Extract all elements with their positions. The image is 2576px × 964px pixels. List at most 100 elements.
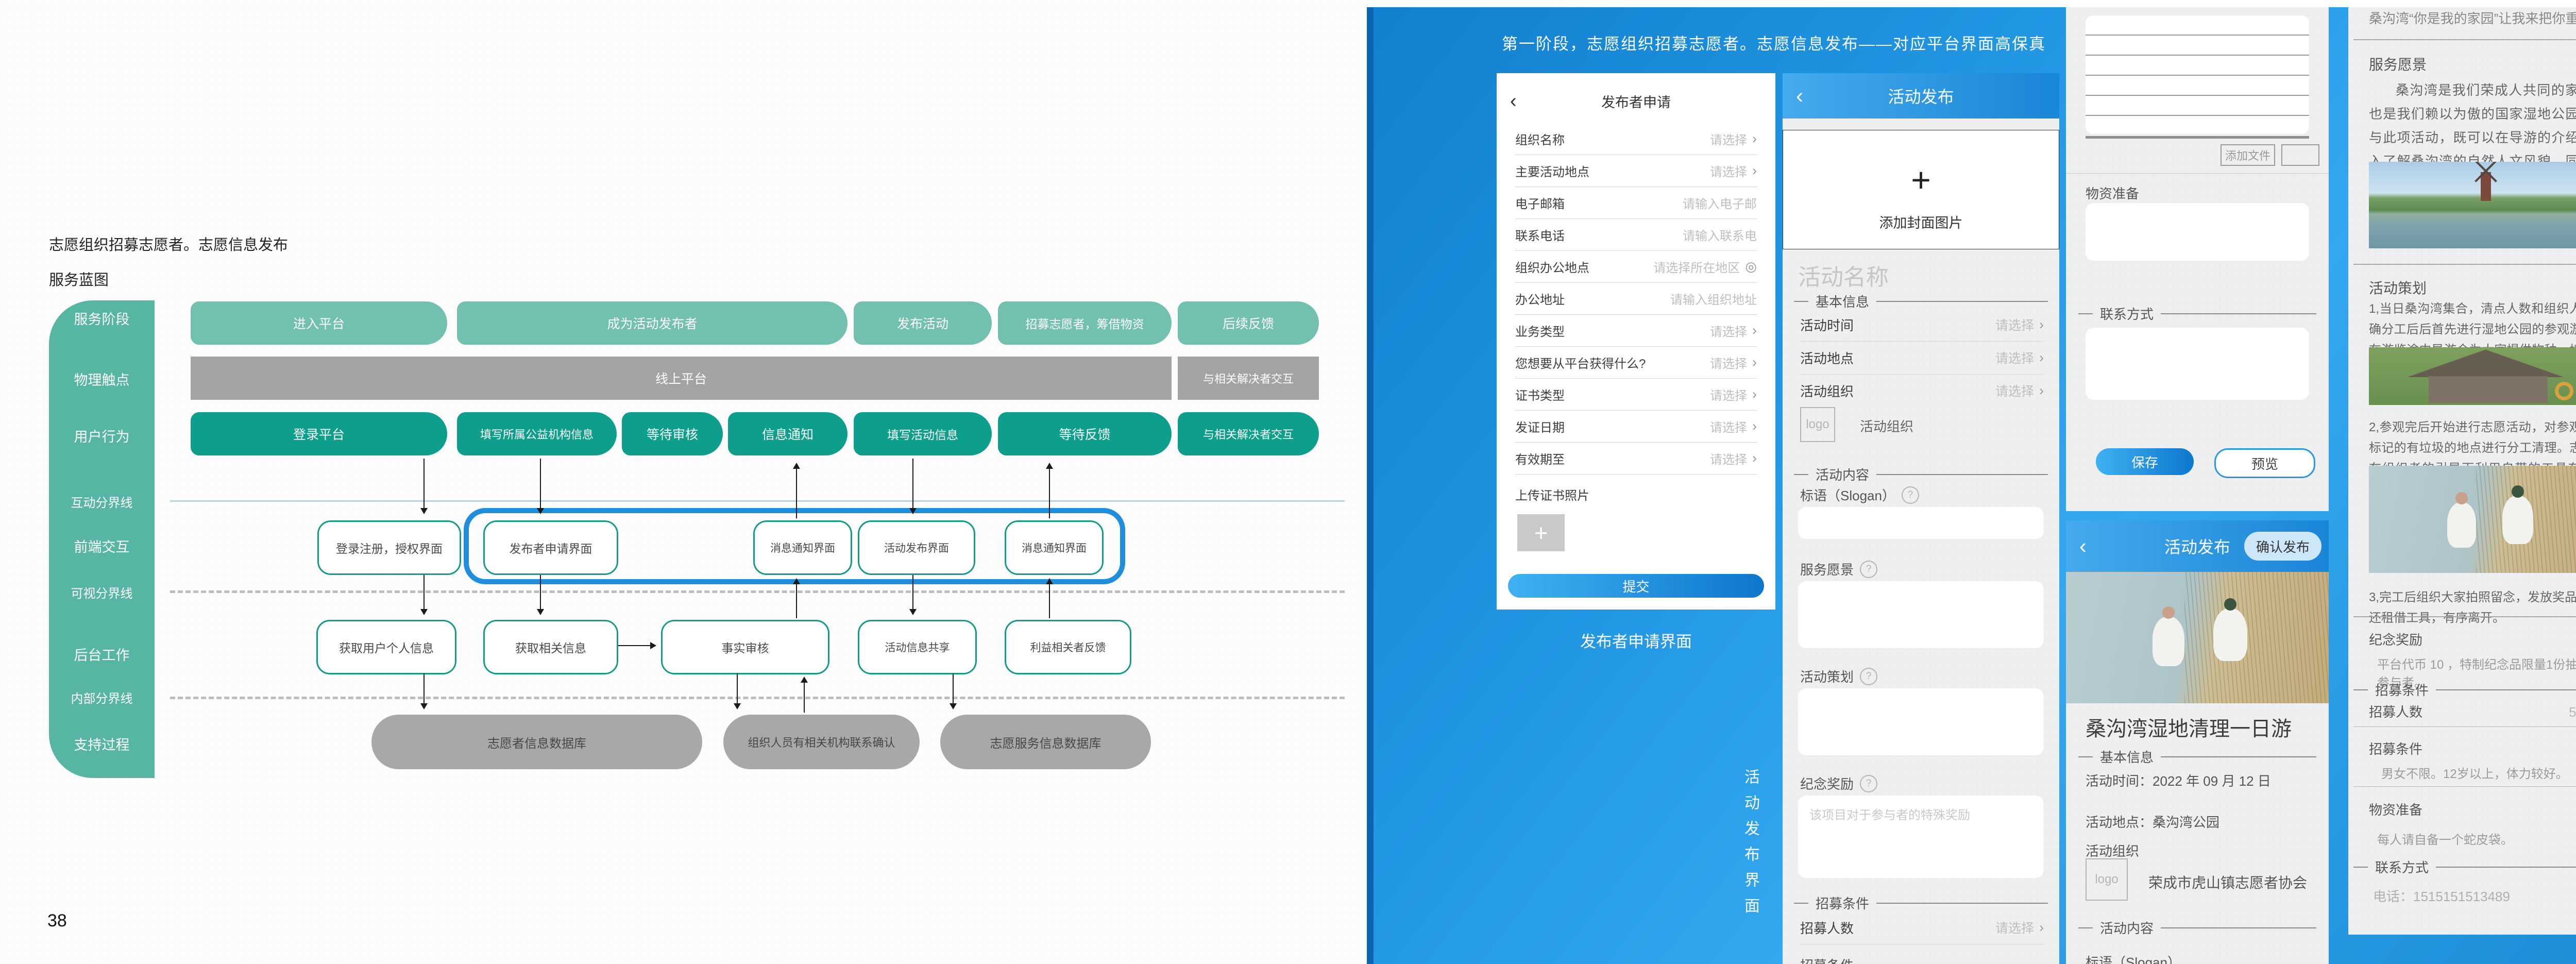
upload-photo-button[interactable]: + [1517,514,1565,551]
file-count-box[interactable] [2281,144,2319,166]
backend-box: 获取相关信息 [483,620,618,674]
row-label: 有效期至 [1515,452,1565,467]
row-value: 请选择 [1710,388,1747,403]
right-page-title: 第一阶段，志愿组织招募志愿者。志愿信息发布——对应平台界面高保真 [1502,35,2046,53]
form-row-activity-place[interactable]: 活动地点 请选择› [1800,341,2044,375]
org-logo-placeholder[interactable]: logo [1800,407,1835,442]
section-recruit: 招募条件 [1794,893,2048,912]
row-label: 主要活动地点 [1515,165,1589,179]
upload-cert-label: 上传证书照片 [1515,489,1589,503]
form-row-office-region[interactable]: 组织办公地点 请选择所在地区◎ [1515,250,1757,283]
row-value: 请选择 [1710,420,1747,435]
add-cover-area[interactable]: + 添加封面图片 [1783,130,2059,249]
form-row-office-address[interactable]: 办公地址 请输入组织地址 [1515,282,1757,315]
support-pill: 志愿服务信息数据库 [940,715,1151,769]
header-title: 活动发布 [2164,538,2230,556]
user-action-pill: 填写所属公益机构信息 [457,412,617,455]
phone1-header: 发布者申请 [1601,94,1671,110]
chevron-right-icon: › [1752,322,1757,338]
form-row-activity-org[interactable]: 活动组织 请选择› [1800,374,2044,407]
help-icon[interactable]: ? [1901,486,1919,504]
place-value: 桑沟湾公园 [2153,815,2220,830]
help-icon[interactable]: ? [1860,560,1878,578]
form-row-activity-area[interactable]: 主要活动地点 请选择› [1515,155,1757,187]
form-row-recruit-count[interactable]: 招募人数 请选择› [1800,911,2044,944]
frontend-box: 消息通知界面 [753,520,852,575]
divider-line [2353,786,2576,787]
flow-arrow-down [909,575,917,615]
add-file-button[interactable]: 添加文件 [2221,144,2275,166]
stage-pill: 成为活动发布者 [457,301,848,345]
phone4-header: ‹ 活动发布 确认发布 [2066,520,2329,572]
back-icon[interactable]: ‹ [1796,83,1803,108]
slogan-label: 标语（Slogan） [2086,955,2181,964]
form-row-cert-date[interactable]: 发证日期 请选择› [1515,410,1757,443]
submit-button[interactable]: 提交 [1508,574,1764,598]
confirm-publish-button[interactable]: 确认发布 [2244,532,2321,561]
flow-arrow-down [420,673,428,709]
contact-textarea[interactable] [2086,328,2309,400]
form-row-email[interactable]: 电子邮箱 请输入电子邮 [1515,187,1757,219]
form-row-valid-until[interactable]: 有效期至 请选择› [1515,442,1757,475]
back-icon[interactable]: ‹ [2079,534,2087,558]
activity-name-input[interactable]: 活动名称 [1798,265,1889,290]
life-ring-icon [2555,382,2574,401]
help-icon[interactable]: ? [1860,667,1878,685]
row-placeholder: 请输入电子邮 [1683,197,1757,211]
plan-textarea[interactable] [1798,688,2044,755]
flow-arrow-up [1046,578,1053,618]
support-pill: 组织人员有相关机构联系确认 [723,715,920,769]
plan-lined-textarea[interactable] [2086,15,2309,134]
internal-boundary-line [170,697,1345,699]
row-label-frontend: 前端交互 [74,539,130,555]
recruit-cond-text: 男女不限。12岁以上，体力较好。 [2381,767,2568,781]
help-icon[interactable]: ? [1860,774,1878,792]
slogan-text: 桑沟湾“你是我的家园”让我来把你重新装点一番 [2369,11,2576,26]
slogan-input[interactable] [1798,507,2044,539]
flow-arrow-up [793,463,800,518]
touchpoint-bar: 线上平台 [191,357,1172,400]
supplies-textarea[interactable] [2086,203,2309,261]
time-row: 活动时间：2022 年 09 月 12 日 [2086,771,2271,790]
field-label-text: 纪念奖励 [1800,776,1854,792]
row-label: 活动时间 [1800,317,1854,333]
back-icon[interactable]: ‹ [1510,90,1517,112]
slogan-label: 标语（Slogan） ? [1800,485,1919,504]
section-activity-content: 活动内容 [1794,465,2048,484]
page-title: 志愿组织招募志愿者。志愿信息发布 [49,237,289,253]
row-value: 请选择 [1710,357,1747,371]
plan-step3-text: 3,完工后组织大家拍照留念，发放奖品，归还租借工具，有序离开。 [2369,590,2576,625]
chevron-right-icon: › [1752,162,1757,178]
form-row-business-type[interactable]: 业务类型 请选择› [1515,314,1757,347]
org-name: 荣成市虎山镇志愿者协会 [2148,875,2308,891]
preview-button[interactable]: 预览 [2214,448,2315,478]
volunteer-figure [2447,502,2477,548]
blueprint-label-column [49,300,155,778]
org-name-label: 活动组织 [1860,419,1914,434]
frontend-box: 活动发布界面 [858,520,975,575]
hero-volunteers-photo [2066,572,2329,703]
plus-icon: + [1534,519,1548,546]
touchpoint-bar: 与相关解决者交互 [1178,357,1319,400]
reward-textarea[interactable]: 该项目对于参与者的特殊奖励 [1798,796,2044,878]
form-row-org-name[interactable]: 组织名称 请选择› [1515,123,1757,155]
stage-pill: 进入平台 [191,301,447,345]
windmill-icon [2481,172,2492,201]
supplies-label: 物资准备 [2369,802,2423,818]
save-button[interactable]: 保存 [2096,448,2194,475]
chevron-right-icon: › [1752,386,1757,402]
form-row-cert-type[interactable]: 证书类型 请选择› [1515,378,1757,411]
cottage-photo [2369,347,2576,405]
row-label: 联系电话 [1515,229,1565,243]
section-basic-info: 基本信息 [2078,747,2316,766]
row-label: 电子邮箱 [1515,197,1565,211]
flow-arrow-down [734,673,741,709]
user-action-pill: 等待反馈 [998,412,1172,455]
form-row-phone[interactable]: 联系电话 请输入联系电 [1515,218,1757,251]
phone-activity-publish-continued: 添加文件 物资准备 联系方式 保存 预览 [2066,7,2329,511]
form-row-activity-time[interactable]: 活动时间 请选择› [1800,308,2044,342]
place-label: 活动地点： [2086,815,2153,830]
vision-textarea[interactable] [1798,581,2044,648]
form-row-platform-goal[interactable]: 您想要从平台获得什么? 请选择› [1515,346,1757,379]
